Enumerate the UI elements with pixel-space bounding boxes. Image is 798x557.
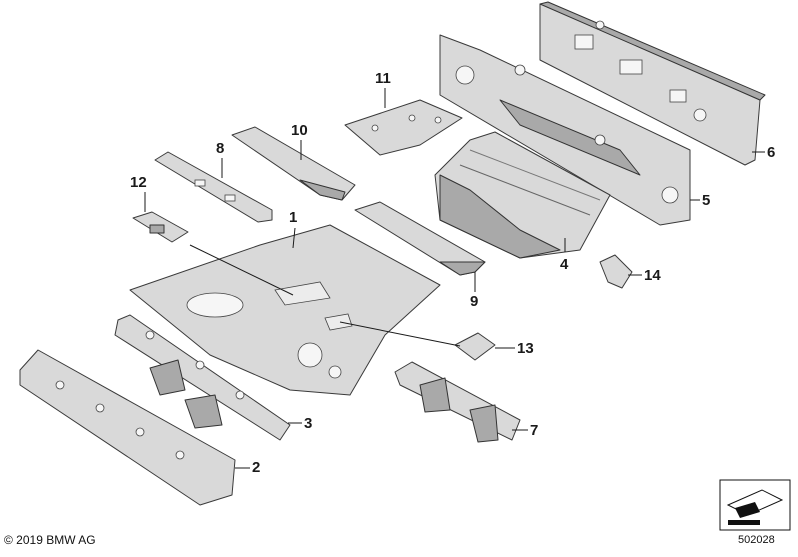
callout-1[interactable]: 1 [289,209,298,226]
callout-6[interactable]: 6 [767,144,776,161]
leader-lines [144,88,765,469]
callout-8[interactable]: 8 [216,140,225,157]
callout-7[interactable]: 7 [530,422,539,439]
callout-3[interactable]: 3 [304,415,313,432]
part-4-trunk-floor[interactable] [434,131,611,259]
part-1-rear-floor[interactable] [129,224,441,396]
callout-10[interactable]: 10 [291,122,308,139]
part-6-rear-panel[interactable] [539,1,766,166]
part-7-axle-support[interactable] [394,361,521,443]
copyright-text: © 2019 BMW AG [4,533,96,547]
callout-14[interactable]: 14 [644,267,661,284]
part-3-seat-cross-member[interactable] [114,314,291,441]
part-9-cross-member[interactable] [354,201,486,276]
callout-4[interactable]: 4 [560,256,569,273]
part-2-front-cross-member[interactable] [19,349,236,506]
part-10-longitudinal-member[interactable] [231,126,356,201]
view-orientation-icon [719,479,791,531]
part-8-side-rail[interactable] [154,151,273,223]
callout-9[interactable]: 9 [470,293,479,310]
part-13-plate[interactable] [454,332,496,361]
part-11-floor-plate[interactable] [344,99,463,156]
callout-13[interactable]: 13 [517,340,534,357]
callout-2[interactable]: 2 [252,459,261,476]
callout-11[interactable]: 11 [375,70,391,87]
reference-number: 502028 [738,534,775,546]
part-12-bracket[interactable] [132,211,189,243]
callout-12[interactable]: 12 [130,174,147,191]
part-14-bracket[interactable] [599,254,633,289]
part-5-cross-member[interactable] [439,34,691,226]
callout-5[interactable]: 5 [702,192,711,209]
